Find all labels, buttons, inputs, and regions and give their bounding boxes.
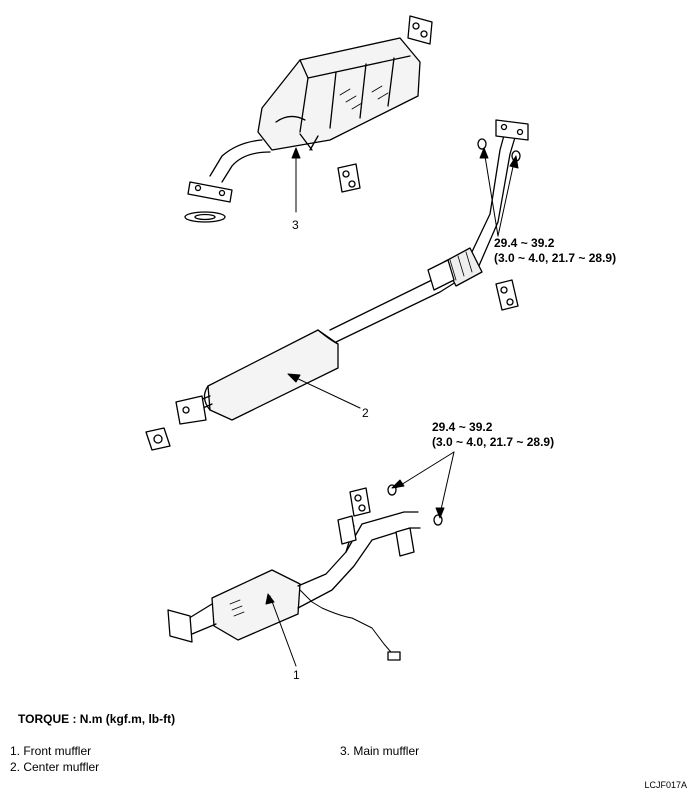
part-number-2: 2 [362,406,369,420]
part-number-1: 1 [293,668,300,682]
legend-item-3: 3. Main muffler [340,744,420,758]
legend-item-1: 1. Front muffler [10,744,92,758]
gasket-icon [184,211,226,223]
lower-torque-callout: 29.4 ~ 39.2 (3.0 ~ 4.0, 21.7 ~ 28.9) [432,420,554,450]
torque-value: 29.4 ~ 39.2 [494,236,555,250]
gasket-icon [145,427,171,451]
torque-heading: TORQUE : N.m (kgf.m, lb-ft) [18,712,176,726]
main-muffler [187,37,421,203]
legend-item-2: 2. Center muffler [10,760,100,774]
front-muffler [167,511,421,661]
torque-value-alt: (3.0 ~ 4.0, 21.7 ~ 28.9) [494,251,617,265]
rubber-hanger-front-b [395,527,415,557]
part-number-3: 3 [292,218,299,232]
rubber-hanger-front-a [349,487,371,517]
upper-torque-callout: 29.4 ~ 39.2 (3.0 ~ 4.0, 21.7 ~ 28.9) [494,236,616,266]
nut-icon [387,484,443,526]
center-muffler [175,119,529,425]
torque-value: 29.4 ~ 39.2 [432,420,493,434]
rubber-hanger-mid [337,163,361,193]
rubber-hanger-right [495,279,519,311]
figure-code: LCJF017A [644,780,687,790]
rubber-hanger-top [407,15,433,45]
leader-lines [265,147,519,667]
exhaust-system-diagram [145,15,529,667]
torque-value-alt: (3.0 ~ 4.0, 21.7 ~ 28.9) [432,435,555,449]
